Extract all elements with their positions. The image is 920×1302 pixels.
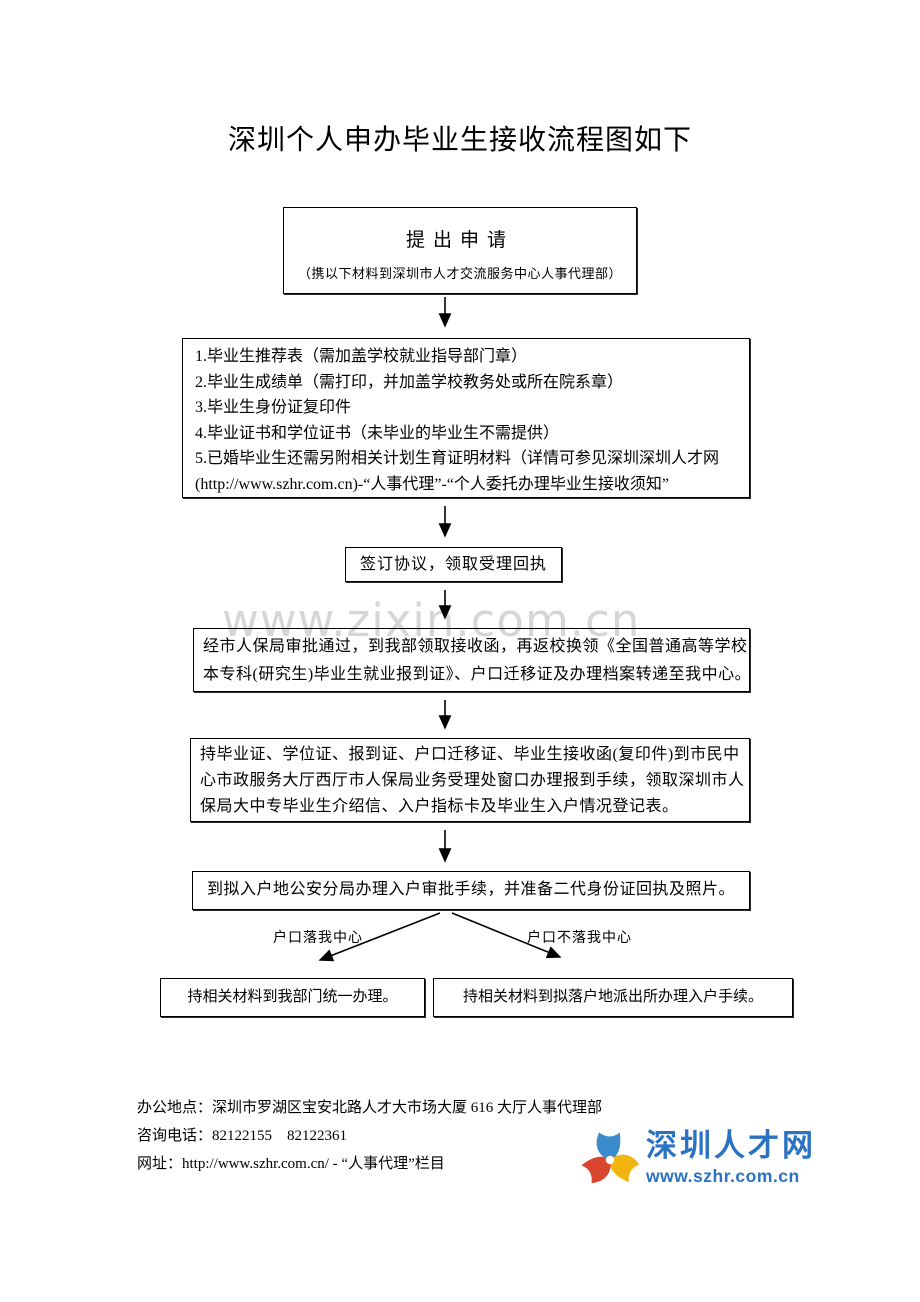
result-left-text: 持相关材料到我部门统一办理。	[187, 989, 398, 1005]
approval-text-line: 本专科(研究生)毕业生就业报到证》、户口迁移证及办理档案转递至我中心。	[203, 666, 752, 683]
branch-label-hukou-center: 户口落我中心	[273, 931, 363, 946]
pinwheel-logo-icon	[581, 1132, 640, 1184]
material-item: 3.毕业生身份证复印件	[195, 399, 352, 416]
watermark-text: www.zixin.com.cn	[222, 594, 641, 647]
flow-box-approval: 经市人保局审批通过，到我部领取接收函，再返校换领《全国普通高等学校 本专科(研究…	[193, 628, 752, 692]
apply-subtitle: （携以下材料到深圳市人才交流服务中心人事代理部）	[297, 266, 622, 281]
flow-box-register: 持毕业证、学位证、报到证、户口迁移证、毕业生接收函(复印件)到市民中 心市政服务…	[190, 738, 750, 822]
footer-contact: 办公地点：深圳市罗湖区宝安北路人才大市场大厦 616 大厅人事代理部 咨询电话：…	[137, 1094, 602, 1178]
material-item-continuation: (http://www.szhr.com.cn)-“人事代理”-“个人委托办理毕…	[195, 475, 669, 493]
material-item: 2.毕业生成绩单（需打印，并加盖学校教务处或所在院系章）	[195, 373, 624, 391]
office-address: 办公地点：深圳市罗湖区宝安北路人才大市场大厦 616 大厅人事代理部	[137, 1100, 603, 1116]
police-text: 到拟入户地公安分局办理入户审批手续，并准备二代身份证回执及照片。	[206, 881, 735, 898]
flow-box-materials: 1.毕业生推荐表（需加盖学校就业指导部门章） 2.毕业生成绩单（需打印，并加盖学…	[182, 338, 750, 498]
logo-text-block: 深圳人才网 www.szhr.com.cn	[646, 1128, 816, 1186]
flow-box-result-right: 持相关材料到拟落户地派出所办理入户手续。	[433, 978, 793, 1017]
material-item: 4.毕业证书和学位证书（未毕业的毕业生不需提供）	[195, 424, 560, 442]
flow-box-result-left: 持相关材料到我部门统一办理。	[160, 978, 425, 1017]
register-text-line: 心市政服务大厅西厅市人保局业务受理处窗口办理报到手续，领取深圳市人	[200, 772, 745, 789]
website-line: 网址：http://www.szhr.com.cn/ - “人事代理”栏目	[137, 1156, 445, 1172]
page-title: 深圳个人申办毕业生接收流程图如下	[227, 125, 692, 156]
material-item: 1.毕业生推荐表（需加盖学校就业指导部门章）	[195, 348, 528, 365]
szhr-logo: 深圳人才网 www.szhr.com.cn	[580, 1128, 816, 1192]
result-right-text: 持相关材料到拟落户地派出所办理入户手续。	[462, 989, 763, 1005]
material-item: 5.已婚毕业生还需另附相关计划生育证明材料（详情可参见深圳深圳人才网	[195, 450, 720, 467]
branch-label-hukou-not-center: 户口不落我中心	[527, 931, 632, 946]
sign-agreement-text: 签订协议，领取受理回执	[359, 556, 547, 573]
phone-numbers: 咨询电话：82122155 82122361	[137, 1128, 348, 1144]
register-text-line: 持毕业证、学位证、报到证、户口迁移证、毕业生接收函(复印件)到市民中	[200, 746, 740, 763]
logo-site-url: www.szhr.com.cn	[646, 1166, 800, 1186]
flow-box-apply: 提出申请 （携以下材料到深圳市人才交流服务中心人事代理部）	[283, 207, 637, 294]
flow-box-sign-agreement: 签订协议，领取受理回执	[345, 547, 562, 582]
flow-box-police: 到拟入户地公安分局办理入户审批手续，并准备二代身份证回执及照片。	[192, 871, 750, 910]
register-text-line: 保局大中专毕业生介绍信、入户指标卡及毕业生入户情况登记表。	[200, 798, 679, 815]
approval-text-line: 经市人保局审批通过，到我部领取接收函，再返校换领《全国普通高等学校	[203, 638, 748, 655]
apply-title: 提出申请	[405, 230, 514, 251]
logo-site-name: 深圳人才网	[646, 1128, 816, 1163]
